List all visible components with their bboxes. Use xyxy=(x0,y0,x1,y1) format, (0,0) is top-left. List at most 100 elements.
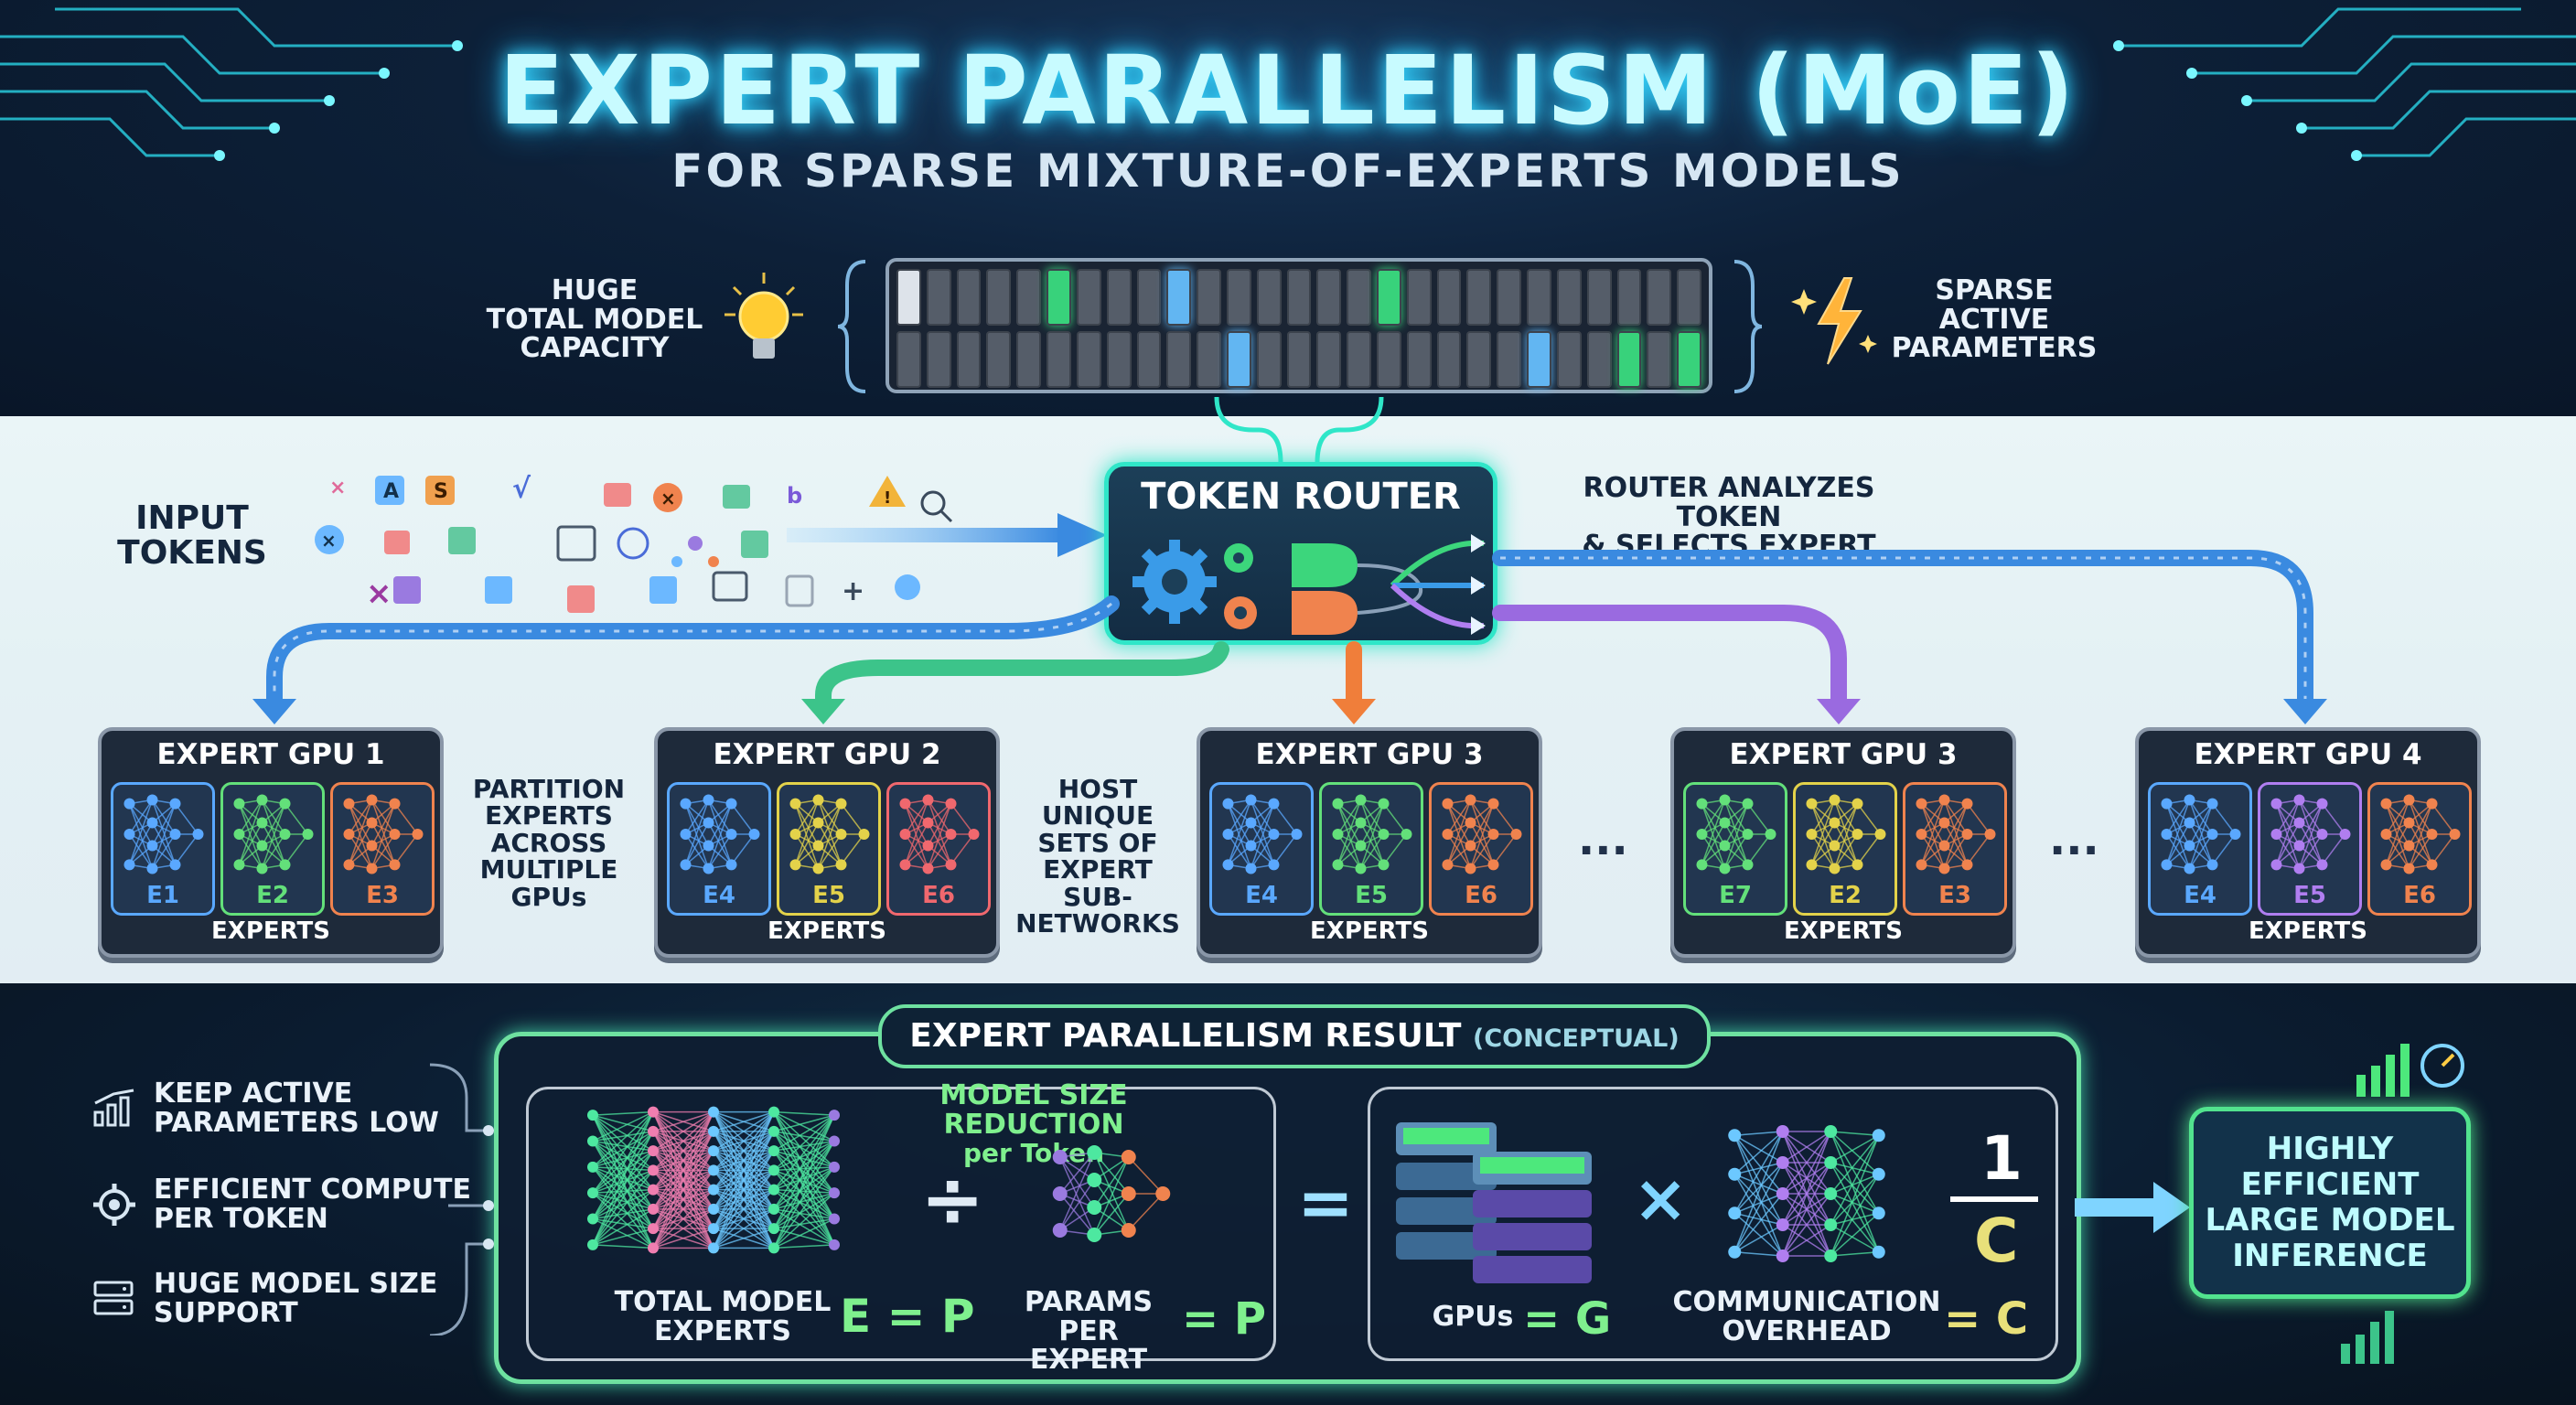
gpus-label: GPUs xyxy=(1432,1301,1514,1333)
final-result-text: HIGHLY EFFICIENT LARGE MODEL INFERENCE xyxy=(2205,1130,2455,1275)
expert-label: E5 xyxy=(2293,882,2326,909)
neural-network-icon xyxy=(2161,794,2241,874)
capacity-cell xyxy=(1197,331,1221,388)
expert-card: E5 xyxy=(1319,782,1423,916)
expert-label: E5 xyxy=(812,882,845,909)
expert-card: E6 xyxy=(1429,782,1533,916)
capacity-cell xyxy=(1106,269,1132,326)
gpu-footer: EXPERTS xyxy=(211,917,330,945)
page-subtitle: FOR SPARSE MIXTURE-OF-EXPERTS MODELS xyxy=(671,145,1905,198)
ellipsis-2: ... xyxy=(2049,814,2099,865)
capacity-cell xyxy=(1586,331,1612,388)
neural-network-icon xyxy=(2270,794,2351,874)
capacity-cell xyxy=(1556,331,1582,388)
e-equals-p: E = P xyxy=(840,1290,975,1343)
capacity-cell xyxy=(1406,331,1432,388)
capacity-cell xyxy=(1076,269,1101,326)
brace-right-icon xyxy=(1733,260,1763,393)
gpu-footer: EXPERTS xyxy=(2249,917,2367,945)
gpu-stack-icon xyxy=(1396,1122,1592,1283)
times-sign: × xyxy=(1633,1160,1689,1237)
communication-network-icon xyxy=(1728,1125,1885,1262)
capacity-cell xyxy=(1406,269,1432,326)
expert-card: E4 xyxy=(667,782,771,916)
capacity-cell xyxy=(926,331,951,388)
divide-sign: ÷ xyxy=(920,1154,985,1244)
bar-chart-icon xyxy=(2356,1044,2464,1097)
expert-card: E5 xyxy=(2258,782,2362,916)
capacity-cell xyxy=(986,331,1012,388)
input-arrow xyxy=(787,513,1107,557)
svg-text:×: × xyxy=(366,575,392,612)
capacity-cell xyxy=(1316,269,1342,326)
capacity-cell xyxy=(1136,331,1162,388)
neural-network-icon xyxy=(899,794,980,874)
neural-network-icon xyxy=(789,794,870,874)
host-label: HOST UNIQUE SETS OF EXPERT SUB- NETWORKS xyxy=(1015,774,1180,938)
page-title: EXPERT PARALLELISM (MoE) xyxy=(499,35,2077,146)
g-equals: = G xyxy=(1523,1293,1612,1345)
expert-label: E2 xyxy=(1829,882,1862,909)
expert-label: E4 xyxy=(1245,882,1278,909)
svg-text:b: b xyxy=(787,483,802,509)
input-tokens-label: INPUT TOKENS xyxy=(117,499,267,572)
capacity-cell xyxy=(1286,269,1312,326)
chart-icon xyxy=(93,1089,134,1126)
neural-network-icon xyxy=(1332,794,1412,874)
neural-network-icon xyxy=(343,794,424,874)
capacity-cell xyxy=(1586,269,1612,326)
capacity-cell xyxy=(1256,269,1282,326)
size-reduction-text: MODEL SIZE REDUCTION xyxy=(939,1079,1128,1141)
expert-card: E1 xyxy=(111,782,215,916)
final-result-box: HIGHLY EFFICIENT LARGE MODEL INFERENCE xyxy=(2189,1107,2471,1299)
neural-network-icon xyxy=(1806,794,1886,874)
capacity-cell xyxy=(1347,331,1371,388)
side-item-text: EFFICIENT COMPUTE PER TOKEN xyxy=(154,1174,472,1235)
formula-right-box xyxy=(1368,1087,2058,1361)
fraction-numerator: 1 xyxy=(1980,1123,2023,1194)
expert-label: E7 xyxy=(1719,882,1752,909)
sparse-active-label: SPARSE ACTIVE PARAMETERS xyxy=(1891,274,2098,364)
expert-label: E1 xyxy=(146,882,179,909)
neural-network-icon xyxy=(680,794,760,874)
expert-card: E7 xyxy=(1683,782,1787,916)
p-equals: = P xyxy=(1182,1293,1267,1345)
side-item-model-size: HUGE MODEL SIZE SUPPORT xyxy=(91,1270,437,1327)
gpu-title: EXPERT GPU 3 xyxy=(1729,738,1958,771)
result-title-text: EXPERT PARALLELISM RESULT xyxy=(909,1017,1462,1055)
model-size-reduction-label: MODEL SIZE REDUCTION per Token xyxy=(851,1081,1217,1168)
total-experts-label: TOTAL MODEL EXPERTS xyxy=(614,1286,832,1347)
result-title-note: (CONCEPTUAL) xyxy=(1472,1024,1680,1053)
expert-card: E5 xyxy=(777,782,881,916)
capacity-cell xyxy=(1497,269,1522,326)
expert-label: E2 xyxy=(256,882,289,909)
capacity-cell xyxy=(1136,269,1162,326)
result-title: EXPERT PARALLELISM RESULT (CONCEPTUAL) xyxy=(878,1004,1711,1068)
capacity-cell xyxy=(1377,269,1401,326)
c-equals: = C xyxy=(1944,1293,2029,1345)
expert-label: E3 xyxy=(366,882,399,909)
expert-card: E6 xyxy=(2367,782,2472,916)
capacity-cell xyxy=(926,269,951,326)
fraction-bar xyxy=(1950,1196,2038,1202)
capacity-cell xyxy=(1166,331,1192,388)
circuit-decoration-right xyxy=(2113,7,2576,161)
capacity-cell xyxy=(1046,331,1071,388)
expert-card: E2 xyxy=(220,782,325,916)
capacity-cell xyxy=(1556,269,1582,326)
model-capacity-grid xyxy=(886,258,1712,393)
capacity-row-1 xyxy=(896,269,1701,326)
capacity-cell xyxy=(1016,269,1042,326)
neural-network-icon xyxy=(123,794,204,874)
gear-icon xyxy=(93,1183,135,1226)
expert-card: E3 xyxy=(1903,782,2007,916)
capacity-cell xyxy=(1076,331,1101,388)
sparkle-bolt-icon xyxy=(1791,277,1877,365)
side-item-text: KEEP ACTIVE PARAMETERS LOW xyxy=(154,1078,439,1139)
total-experts-network-icon xyxy=(587,1106,840,1254)
capacity-cell xyxy=(1647,331,1672,388)
